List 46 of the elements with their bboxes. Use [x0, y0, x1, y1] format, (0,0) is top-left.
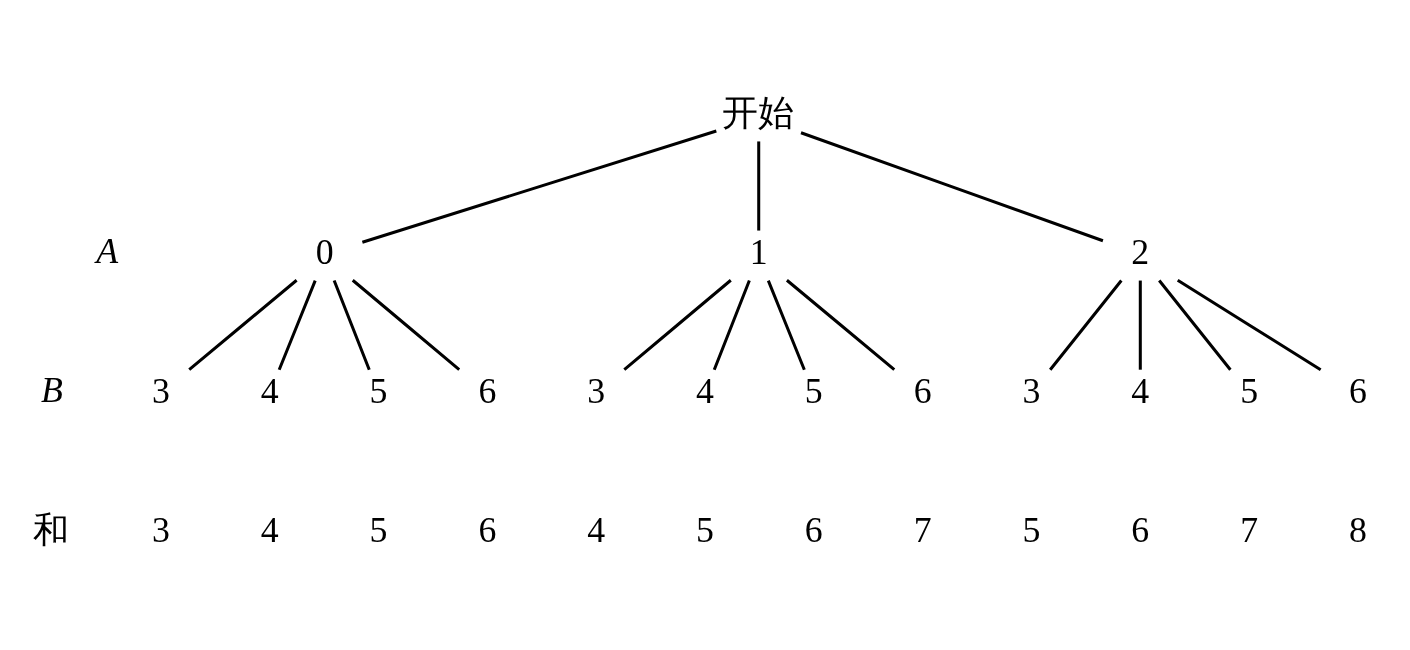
connector: [785, 279, 896, 371]
node-text: 5: [1240, 371, 1259, 412]
label: 4: [260, 510, 279, 551]
label: 7: [913, 510, 932, 551]
node-text: 2: [1131, 232, 1150, 273]
label: 5: [369, 510, 388, 551]
connector: [351, 279, 461, 371]
connector: [1049, 279, 1123, 371]
connector: [712, 280, 751, 371]
node-text: 1: [749, 232, 768, 273]
node-text: 开始: [722, 92, 795, 133]
connector: [332, 280, 371, 371]
connector: [623, 279, 732, 371]
node-text: 4: [696, 371, 714, 412]
connector: [1158, 279, 1232, 371]
label: 6: [1131, 510, 1150, 551]
node-text: 5: [369, 371, 388, 412]
node-text: 6: [478, 371, 497, 412]
label: 6: [478, 510, 497, 551]
node-text: 3: [587, 371, 606, 412]
node-text: 6: [913, 371, 932, 412]
node-text: 0: [315, 232, 334, 273]
label: 3: [151, 510, 170, 551]
node-text: 4: [1131, 371, 1150, 412]
connector: [1176, 278, 1322, 372]
label: 6: [804, 510, 823, 551]
label: 7: [1240, 510, 1259, 551]
label: 5: [1022, 510, 1041, 551]
connector: [800, 131, 1104, 243]
node-text: 4: [260, 371, 279, 412]
connector: [361, 129, 717, 244]
node-text: 6: [1348, 371, 1367, 412]
connector: [277, 280, 317, 371]
node-text: 5: [804, 371, 823, 412]
connector: [1138, 280, 1142, 370]
node-text: 3: [151, 371, 170, 412]
label: 5: [696, 510, 714, 551]
connector: [757, 141, 761, 231]
connector: [766, 280, 806, 371]
label: B: [41, 369, 63, 410]
label: A: [96, 230, 119, 271]
node-text: 3: [1022, 371, 1041, 412]
label: 和: [33, 510, 70, 551]
label: 4: [587, 510, 606, 551]
connector: [188, 279, 298, 371]
label: 8: [1348, 510, 1367, 551]
